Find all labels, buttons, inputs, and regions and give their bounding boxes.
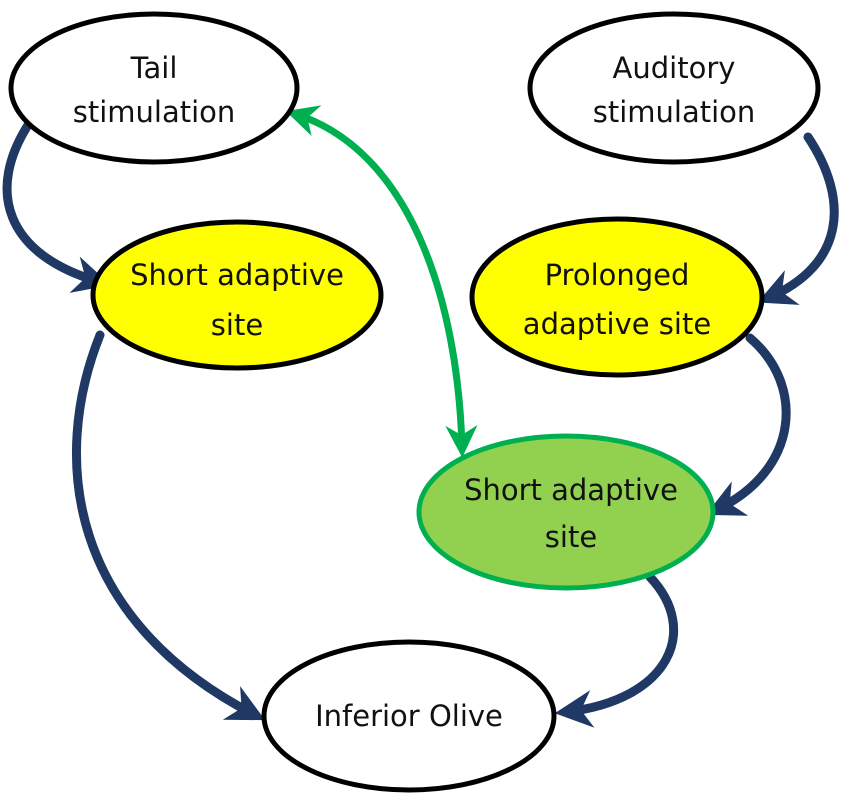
node-label-line: adaptive site xyxy=(523,307,711,341)
node-short-adaptive-site-left: Short adaptive site xyxy=(90,219,384,371)
node-label-line: Short adaptive xyxy=(464,473,678,507)
node-auditory-stimulation: Auditory stimulation xyxy=(527,11,821,165)
node-label-line: Inferior Olive xyxy=(315,699,503,733)
edge-short-adaptive-right-tail-bidirectional xyxy=(285,105,478,458)
node-label-line: site xyxy=(545,520,597,554)
node-label-line: Tail xyxy=(130,51,178,85)
edge-short-adaptive-left-to-inferior-olive xyxy=(71,330,266,721)
edges xyxy=(2,105,839,728)
edge-short-adaptive-right-to-inferior-olive xyxy=(554,572,679,728)
node-label-line: site xyxy=(211,308,263,342)
node-prolonged-adaptive-site: Prolonged adaptive site xyxy=(469,216,765,378)
node-inferior-olive: Inferior Olive xyxy=(261,639,557,793)
node-label-line: Short adaptive xyxy=(130,258,344,292)
edge-prolonged-to-short-adaptive-right xyxy=(705,333,791,516)
node-short-adaptive-site-right: Short adaptive site xyxy=(416,433,716,591)
edge-tail-to-short-adaptive-left xyxy=(2,117,111,293)
node-label-line: stimulation xyxy=(73,95,236,129)
edge-auditory-to-prolonged xyxy=(757,132,839,305)
node-label-line: Auditory xyxy=(613,51,736,85)
node-label-line: stimulation xyxy=(593,95,756,129)
node-tail-stimulation: Tail stimulation xyxy=(8,11,300,165)
node-label-line: Prolonged xyxy=(545,258,690,292)
